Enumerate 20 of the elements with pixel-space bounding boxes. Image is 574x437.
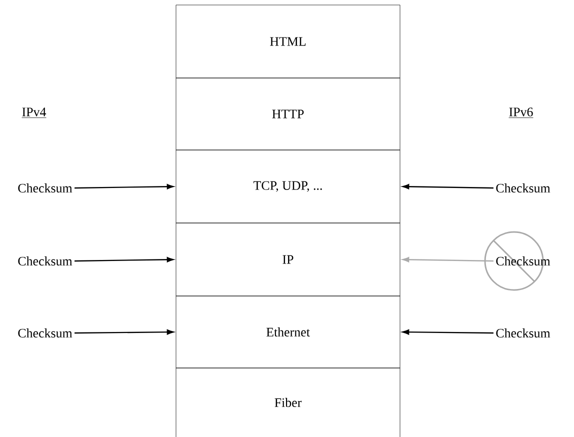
arrow xyxy=(402,329,494,335)
arrow xyxy=(74,184,174,190)
text-label: Checksum xyxy=(496,183,550,193)
text-label: Checksum xyxy=(18,328,72,338)
arrow xyxy=(74,329,174,335)
layer-box: IP xyxy=(176,222,400,296)
layer-box: TCP, UDP, ... xyxy=(176,150,400,224)
side-heading: IPv6 xyxy=(508,108,534,118)
side-heading: IPv4 xyxy=(22,108,46,118)
text-label: Checksum xyxy=(18,256,72,266)
text-label: Checksum xyxy=(18,183,72,193)
arrow xyxy=(402,257,494,262)
layer-box: HTML xyxy=(176,4,400,78)
text-label: Checksum xyxy=(496,256,550,266)
layer-box: HTTP xyxy=(176,78,400,150)
arrow xyxy=(74,257,174,262)
layer-box: Fiber xyxy=(176,368,400,437)
arrow xyxy=(402,184,494,190)
layer-box: Ethernet xyxy=(176,296,400,368)
text-label: Checksum xyxy=(496,328,550,338)
